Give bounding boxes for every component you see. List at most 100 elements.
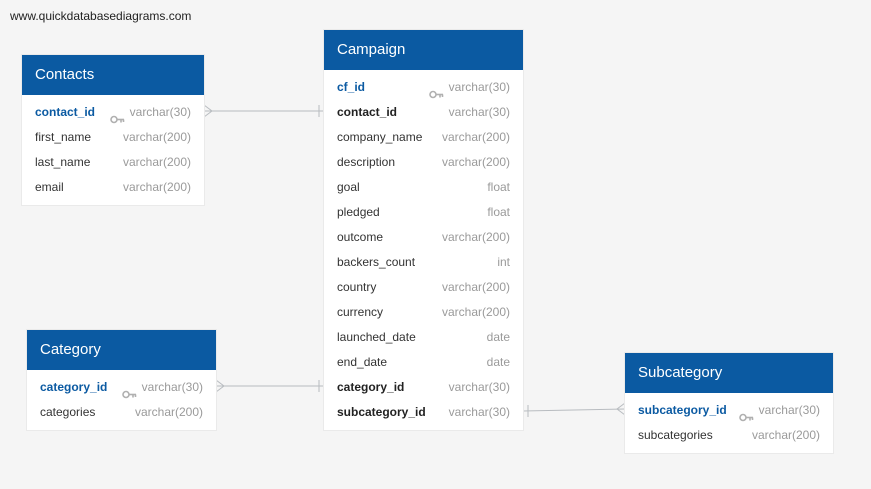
column-name: pledged [337,205,380,219]
column-row[interactable]: pledged float [324,200,523,225]
column-row[interactable]: launched_date date [324,325,523,350]
column-name: category_id [337,380,405,394]
column-name: first_name [35,130,92,144]
column-type: varchar(200) [442,150,510,175]
table-title[interactable]: Subcategory [625,353,833,393]
relationship-category-campaign [215,379,324,393]
column-name: country [337,280,377,294]
column-type: varchar(200) [123,125,191,150]
column-type: date [487,325,510,350]
key-icon [738,406,754,422]
column-type: float [487,200,510,225]
column-name: goal [337,180,360,194]
column-type-label: float [487,180,510,194]
relationship-contacts-campaign [203,104,324,118]
column-row[interactable]: subcategory_id varchar(30) [625,398,833,423]
column-type-label: varchar(30) [141,380,203,394]
column-row[interactable]: goal float [324,175,523,200]
column-row[interactable]: backers_count int [324,250,523,275]
column-type: varchar(200) [135,400,203,425]
column-row[interactable]: email varchar(200) [22,175,204,200]
column-type-label: varchar(200) [441,130,510,144]
column-name: last_name [35,155,91,169]
column-type-label: varchar(200) [134,405,203,419]
column-name: launched_date [337,330,416,344]
column-name: company_name [337,130,423,144]
column-name: description [337,155,396,169]
column-name: category_id [40,380,108,394]
column-name: cf_id [337,80,366,94]
column-type: varchar(200) [442,275,510,300]
column-type-label: float [487,205,510,219]
column-type-label: varchar(200) [122,130,191,144]
column-name: subcategories [638,428,713,442]
column-type: varchar(200) [442,300,510,325]
column-name: currency [337,305,384,319]
column-type: varchar(30) [121,375,203,400]
column-row[interactable]: end_date date [324,350,523,375]
table-title[interactable]: Campaign [324,30,523,70]
column-name: contact_id [337,105,398,119]
column-name: end_date [337,355,388,369]
table-title[interactable]: Category [27,330,216,370]
column-row[interactable]: country varchar(200) [324,275,523,300]
table-columns: subcategory_id varchar(30) subcategories va… [625,393,833,453]
column-row[interactable]: categories varchar(200) [27,400,216,425]
column-type-label: varchar(200) [441,230,510,244]
column-row[interactable]: contact_id varchar(30) [324,100,523,125]
column-type-label: varchar(200) [441,305,510,319]
column-type: date [487,350,510,375]
column-type-label: varchar(200) [751,428,820,442]
column-row[interactable]: last_name varchar(200) [22,150,204,175]
column-row[interactable]: subcategories varchar(200) [625,423,833,448]
column-name: contact_id [35,105,96,119]
key-icon [428,83,444,99]
column-type: varchar(200) [442,125,510,150]
column-row[interactable]: cf_id varchar(30) [324,75,523,100]
column-row[interactable]: company_name varchar(200) [324,125,523,150]
column-type-label: varchar(200) [441,155,510,169]
watermark-text: www.quickdatabasediagrams.com [10,9,192,23]
column-type: float [487,175,510,200]
column-type: varchar(200) [442,225,510,250]
column-type: varchar(30) [428,75,510,100]
column-type: int [497,250,510,275]
column-type-label: varchar(30) [758,403,820,417]
column-type-label: varchar(30) [448,380,510,394]
column-type-label: varchar(30) [448,405,510,419]
column-name: subcategory_id [337,405,426,419]
column-row[interactable]: description varchar(200) [324,150,523,175]
column-row[interactable]: category_id varchar(30) [27,375,216,400]
table-columns: category_id varchar(30) categories varchar(… [27,370,216,430]
key-icon [121,383,137,399]
table-columns: contact_id varchar(30) first_name varchar(2… [22,95,204,205]
column-type-label: date [486,355,510,369]
column-name: email [35,180,64,194]
column-type-label: int [497,255,510,269]
column-type: varchar(200) [123,175,191,200]
column-name: categories [40,405,96,419]
column-type: varchar(200) [123,150,191,175]
column-row[interactable]: subcategory_id varchar(30) [324,400,523,425]
key-icon [109,108,125,124]
column-type-label: date [486,330,510,344]
column-row[interactable]: category_id varchar(30) [324,375,523,400]
column-type: varchar(200) [752,423,820,448]
column-type: varchar(30) [449,100,510,125]
column-row[interactable]: contact_id varchar(30) [22,100,204,125]
table-title[interactable]: Contacts [22,55,204,95]
column-row[interactable]: currency varchar(200) [324,300,523,325]
column-row[interactable]: first_name varchar(200) [22,125,204,150]
column-type: varchar(30) [449,375,510,400]
column-name: backers_count [337,255,416,269]
column-name: subcategory_id [638,403,727,417]
column-type: varchar(30) [109,100,191,125]
column-type-label: varchar(200) [122,155,191,169]
table-category[interactable]: Category category_id varchar(30) categorie… [27,330,216,430]
